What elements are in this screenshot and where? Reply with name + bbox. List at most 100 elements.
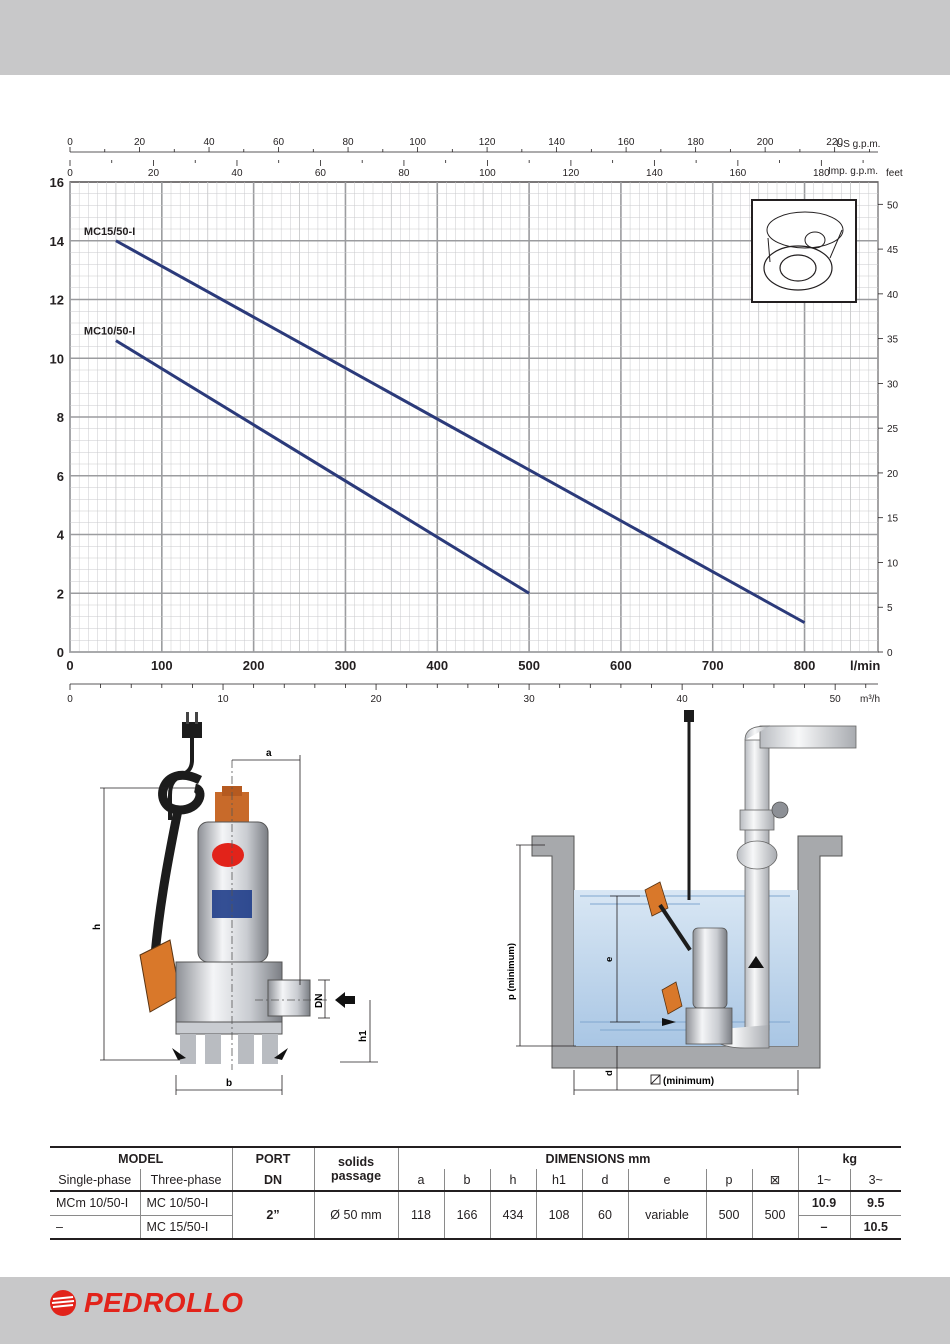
dim-label-e: e	[604, 957, 615, 962]
solids-header: solids passage	[313, 1147, 398, 1192]
flange-inset-shape	[804, 231, 826, 249]
model-single: –	[56, 1219, 63, 1234]
dim-col-h1: h1	[535, 1169, 582, 1192]
impgpm-tick-label: 140	[646, 168, 663, 179]
dim-col-a: a	[397, 1169, 444, 1192]
y-tick-label: 0	[57, 645, 64, 660]
model-header: MODEL	[118, 1151, 164, 1166]
dim-col-e: e	[627, 1169, 706, 1192]
single-phase-header: Single-phase	[50, 1169, 140, 1192]
usgpm-tick-label: 220	[826, 137, 843, 148]
kg-three-value: 10.5	[849, 1215, 901, 1239]
impgpm-tick-label: 120	[563, 168, 580, 179]
installation-drawings: a h b DN h1	[92, 710, 857, 1095]
dim-col-p: p	[705, 1169, 752, 1192]
x-tick-label: 100	[151, 658, 173, 673]
table-row: MCm 10/50-I MC 10/50-I 2” Ø 50 mm 118 16…	[50, 1191, 901, 1240]
dim-e-value: variable	[627, 1191, 706, 1240]
dim-d-value: 60	[581, 1191, 628, 1240]
y-tick-label: 2	[57, 586, 64, 601]
feet-tick-label: 15	[887, 514, 899, 525]
kg-three-value: 9.5	[849, 1191, 901, 1216]
dn-header: DN	[231, 1169, 314, 1192]
y-tick-label: 12	[50, 293, 64, 308]
m3h-tick-label: 50	[830, 694, 842, 705]
pedrollo-logo-icon	[50, 1290, 76, 1316]
dim-label-a: a	[266, 748, 272, 759]
dim-b-value: 166	[443, 1191, 490, 1240]
y-tick-label: 6	[57, 469, 64, 484]
square-section-icon	[650, 1074, 661, 1085]
x-tick-label: 0	[66, 658, 73, 673]
usgpm-tick-label: 180	[687, 137, 704, 148]
series-label: MC10/50-I	[84, 326, 135, 338]
m3h-tick-label: 10	[217, 694, 229, 705]
feet-tick-label: 50	[887, 200, 899, 211]
series-line	[115, 339, 530, 595]
usgpm-tick-label: 160	[618, 137, 635, 148]
solids-value: Ø 50 mm	[313, 1191, 398, 1240]
kg-header: kg	[797, 1147, 901, 1169]
kg-col-single: 1~	[797, 1169, 850, 1192]
dim-a-value: 118	[397, 1191, 444, 1240]
usgpm-tick-label: 0	[67, 137, 73, 148]
dim-h-value: 434	[489, 1191, 536, 1240]
feet-tick-label: 10	[887, 558, 899, 569]
series-line	[115, 239, 806, 624]
dim-h1-value: 108	[535, 1191, 582, 1240]
flange-inset-shape	[751, 199, 857, 303]
flange-inset	[751, 199, 857, 303]
dim-square-value: 500	[751, 1191, 798, 1240]
model-single: MCm 10/50-I	[50, 1191, 140, 1216]
m3h-tick-label: 40	[677, 694, 689, 705]
usgpm-tick-label: 80	[342, 137, 354, 148]
three-phase-header: Three-phase	[139, 1169, 232, 1192]
flange-inset-shape	[766, 211, 844, 249]
x-tick-label: 600	[610, 658, 632, 673]
feet-tick-label: 40	[887, 290, 899, 301]
x-tick-label: 500	[518, 658, 540, 673]
feet-axis-label: feet	[886, 168, 903, 179]
dim-label-square: (minimum)	[663, 1076, 714, 1087]
kg-single-value: 10.9	[797, 1191, 850, 1216]
table-row: – MC 15/50-I – 10.5	[50, 1215, 901, 1239]
dim-label-d: d	[604, 1070, 615, 1076]
feet-tick-label: 0	[887, 648, 893, 659]
port-header: PORT	[231, 1147, 314, 1169]
port-value: 2”	[231, 1191, 314, 1240]
x-tick-label: 400	[426, 658, 448, 673]
m3h-tick-label: 0	[67, 694, 73, 705]
kg-col-three: 3~	[849, 1169, 901, 1192]
flange-inset-shape	[767, 237, 771, 263]
dim-label-dn: DN	[314, 994, 325, 1008]
impgpm-tick-label: 160	[730, 168, 747, 179]
impgpm-tick-label: 40	[231, 168, 243, 179]
usgpm-tick-label: 120	[479, 137, 496, 148]
impgpm-tick-label: 20	[148, 168, 160, 179]
model-three: MC 15/50-I	[139, 1215, 232, 1239]
x-tick-label: 200	[243, 658, 265, 673]
flange-inset-shape	[829, 229, 843, 259]
pedrollo-logo: PEDROLLO	[48, 1285, 248, 1321]
usgpm-tick-label: 20	[134, 137, 146, 148]
dim-label-h1: h1	[358, 1030, 369, 1042]
y-tick-label: 16	[50, 175, 64, 190]
flange-inset-shape	[779, 254, 817, 282]
specifications-table: MODEL PORT solids passage DIMENSIONS mm …	[50, 1146, 901, 1240]
usgpm-tick-label: 100	[409, 137, 426, 148]
impgpm-tick-label: 60	[315, 168, 327, 179]
impgpm-axis-label: Imp. g.p.m.	[828, 166, 878, 177]
m3h-tick-label: 30	[524, 694, 536, 705]
dim-label-h: h	[92, 924, 103, 930]
flange-inset-shape	[763, 245, 833, 291]
usgpm-tick-label: 60	[273, 137, 285, 148]
dimensions-header: DIMENSIONS mm	[397, 1147, 798, 1169]
model-three: MC 10/50-I	[139, 1191, 232, 1216]
y-tick-label: 8	[57, 410, 64, 425]
m3h-tick-label: 20	[370, 694, 382, 705]
usgpm-axis-label: US g.p.m.	[836, 139, 880, 150]
impgpm-tick-label: 0	[67, 168, 73, 179]
y-tick-label: 10	[50, 351, 64, 366]
impgpm-tick-label: 80	[398, 168, 410, 179]
dim-col-square: ⊠	[751, 1169, 798, 1192]
